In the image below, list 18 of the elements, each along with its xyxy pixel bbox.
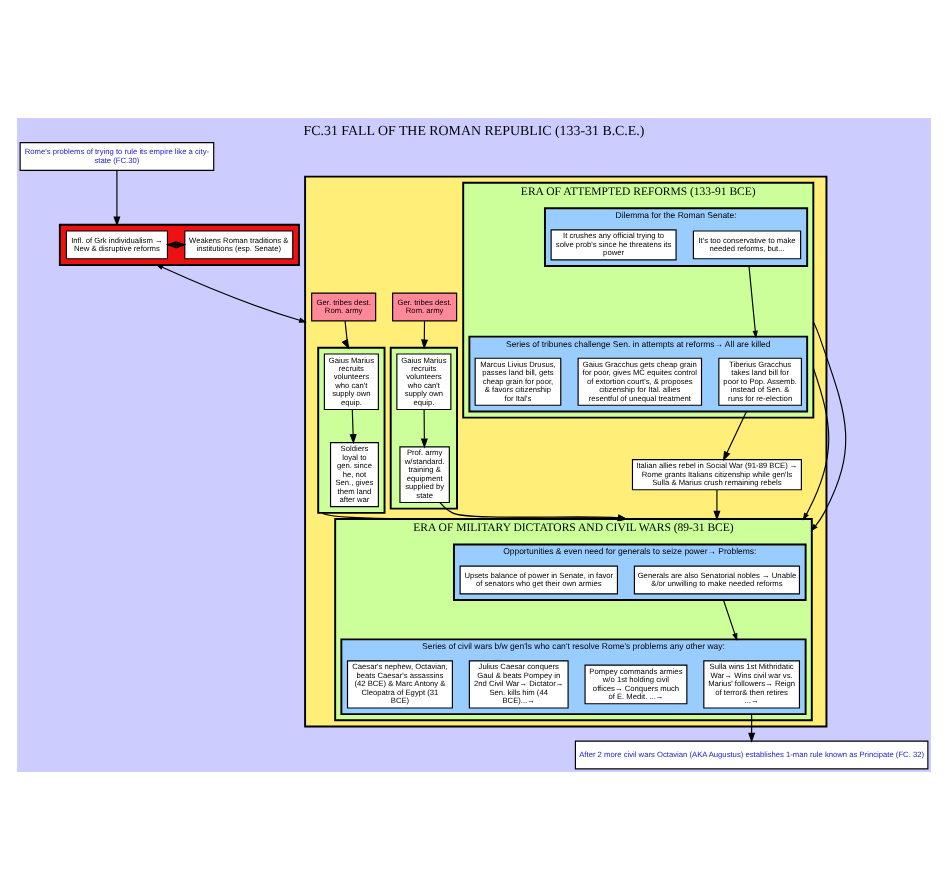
arrow <box>420 408 428 448</box>
arrow <box>113 168 121 226</box>
arrow <box>439 501 628 521</box>
arrow <box>722 409 748 461</box>
arrow <box>748 264 758 338</box>
arrow <box>421 319 429 349</box>
arrow <box>802 366 830 520</box>
arrow <box>341 319 350 349</box>
arrow <box>713 488 721 520</box>
cluster <box>58 222 300 265</box>
arrow <box>748 712 756 742</box>
arrow <box>349 408 357 444</box>
arrow <box>321 511 628 520</box>
arrow <box>722 598 738 640</box>
arrow <box>810 320 847 531</box>
arrow <box>155 263 307 322</box>
cluster <box>317 345 386 513</box>
cluster <box>389 345 458 509</box>
